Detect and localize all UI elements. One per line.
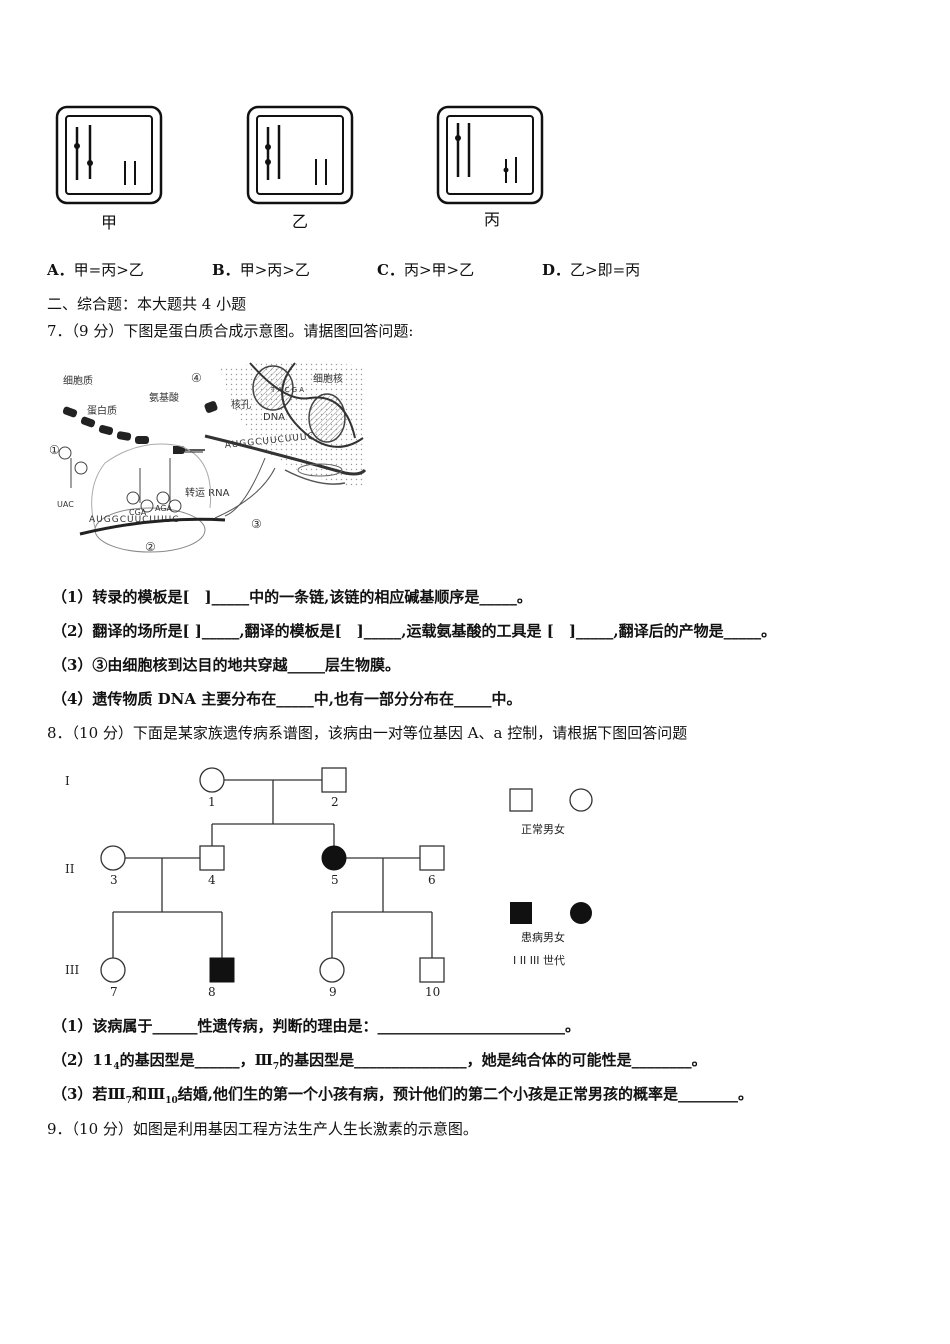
chromosome-figure-yi xyxy=(246,105,354,205)
generation-label-3: III xyxy=(65,963,79,977)
pedigree-chart: I II III 1 2 3 4 5 6 7 8 9 10 正常男女 患病男女 … xyxy=(65,767,593,999)
chromosome-figure-jia xyxy=(55,105,163,205)
option-d[interactable]: D．乙>即=丙 xyxy=(542,261,641,279)
individual-5-label: 5 xyxy=(331,873,339,887)
q8-sub2: （2）114的基因型是______，Ⅲ7的基因型是_______________… xyxy=(52,1051,707,1072)
dna-base-letters: T A C G A xyxy=(270,386,304,394)
figure-caption-jia: 甲 xyxy=(101,213,118,232)
figure-caption-bing: 丙 xyxy=(484,210,501,229)
q8-stem: 8．（10 分）下面是某家族遗传病系谱图，该病由一对等位基因 A、a 控制，请根… xyxy=(47,724,688,742)
generation-label-2: II xyxy=(65,862,75,876)
individual-1-label: 1 xyxy=(208,795,216,809)
q7-sub3: （3）③由细胞核到达目的地共穿越_____层生物膜。 xyxy=(52,656,400,674)
marker-1: ① xyxy=(49,443,60,457)
q8-sub3: （3）若Ⅲ7和Ⅲ10结婚,他们生的第一个小孩有病，预计他们的第二个小孩是正常男孩… xyxy=(52,1085,754,1106)
label-protein: 蛋白质 xyxy=(87,404,117,417)
marker-2: ② xyxy=(145,540,156,554)
anticodon-uac: UAC xyxy=(57,500,74,509)
label-trna: 转运 RNA xyxy=(185,486,230,499)
legend-affected: 患病男女 xyxy=(521,930,565,944)
anticodon-aga: AGA xyxy=(155,504,173,513)
individual-3-label: 3 xyxy=(110,873,118,887)
individual-4-label: 4 xyxy=(208,873,216,887)
label-nucleus: 细胞核 xyxy=(313,372,343,385)
label-nuclear-pore: 核孔 xyxy=(231,398,251,411)
generation-label-1: I xyxy=(65,774,70,788)
option-c[interactable]: C．丙>甲>乙 xyxy=(377,261,475,279)
legend-generation: I II III 世代 xyxy=(513,954,565,967)
q7-sub4: （4）遗传物质 DNA 主要分布在_____中,也有一部分分布在_____中。 xyxy=(52,690,522,708)
mrna-sequence-ribosome: AUGGCUUCUUUC xyxy=(89,515,179,525)
protein-synthesis-diagram: T A C G A 细胞质 蛋白质 氨基酸 细胞核 核孔 DNA ④ ① ② ③… xyxy=(49,362,367,554)
q7-sub2: （2）翻译的场所是[ ]_____,翻译的模板是[ ]_____,运载氨基酸的工… xyxy=(52,622,777,640)
individual-2-label: 2 xyxy=(331,795,339,809)
q7-sub1: （1）转录的模板是[ ]_____中的一条链,该链的相应碱基顺序是_____。 xyxy=(52,588,532,606)
individual-6-label: 6 xyxy=(428,873,436,887)
label-amino-acid: 氨基酸 xyxy=(149,391,179,404)
chromosome-figure-bing xyxy=(436,105,544,205)
individual-8-label: 8 xyxy=(208,985,216,999)
q7-stem: 7．（9 分）下图是蛋白质合成示意图。请据图回答问题: xyxy=(47,322,414,340)
marker-4: ④ xyxy=(191,371,202,385)
label-cytoplasm: 细胞质 xyxy=(63,374,93,387)
individual-9-label: 9 xyxy=(329,985,337,999)
individual-10-label: 10 xyxy=(425,985,440,999)
anticodon-cga: CGA xyxy=(129,508,147,517)
figure-caption-yi: 乙 xyxy=(292,212,309,231)
q9-stem: 9．（10 分）如图是利用基因工程方法生产人生长激素的示意图。 xyxy=(47,1120,478,1138)
q6-options: A．甲=丙>乙 B．甲>丙>乙 C．丙>甲>乙 D．乙>即=丙 xyxy=(47,260,640,280)
individual-7-label: 7 xyxy=(110,985,118,999)
q8-sub1: （1）该病属于______性遗传病，判断的理由是：_______________… xyxy=(52,1017,580,1035)
legend-normal: 正常男女 xyxy=(521,822,565,836)
marker-3: ③ xyxy=(251,517,262,531)
section-heading: 二、综合题：本大题共 4 小题 xyxy=(47,295,247,313)
option-a[interactable]: A．甲=丙>乙 xyxy=(47,261,144,279)
label-dna: DNA xyxy=(263,412,285,423)
option-b[interactable]: B．甲>丙>乙 xyxy=(212,261,310,279)
